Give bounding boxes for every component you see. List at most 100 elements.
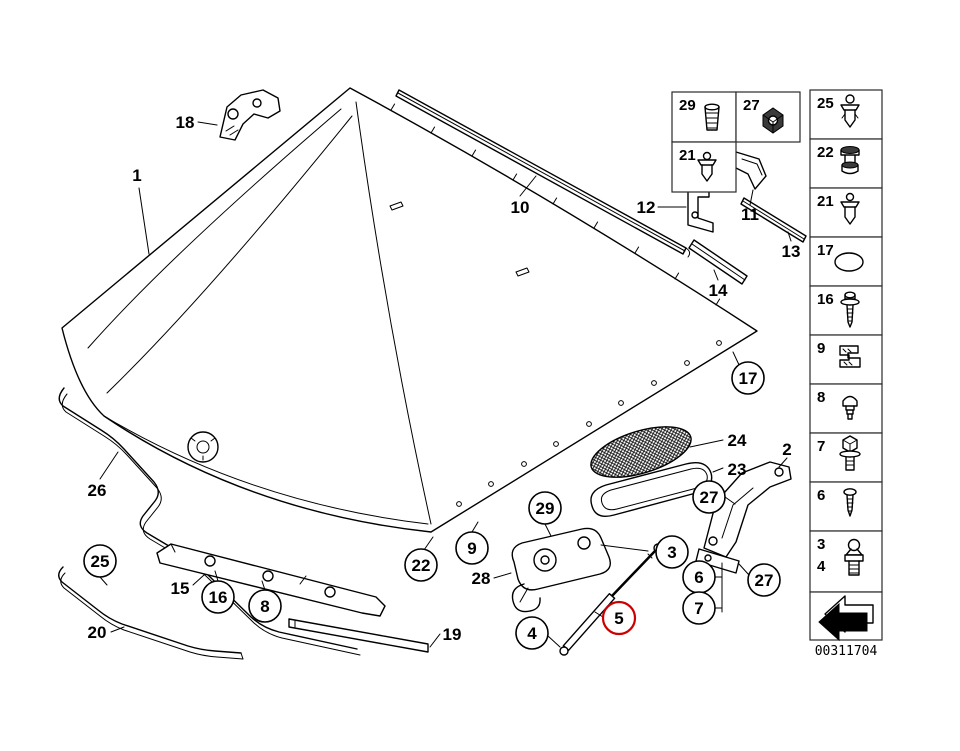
callout-28[interactable]: 28 [472, 569, 491, 588]
callout-18[interactable]: 18 [176, 113, 195, 132]
callout-11[interactable]: 11 [741, 205, 759, 224]
screw-icon [843, 488, 857, 517]
hood-lock-drawing [511, 527, 649, 613]
svg-text:21: 21 [817, 193, 834, 210]
rubber-buffer-icon [842, 395, 858, 420]
svg-text:8: 8 [260, 597, 269, 616]
callout-3[interactable]: 3 [655, 535, 689, 569]
front-molding-drawing [58, 566, 244, 660]
callout-16[interactable]: 16 [201, 580, 235, 614]
svg-text:22: 22 [817, 144, 834, 161]
strip-14-drawing [688, 239, 748, 285]
svg-text:16: 16 [209, 588, 228, 607]
clip-drawing [733, 151, 767, 190]
callout-22[interactable]: 22 [404, 548, 438, 582]
emblem-recess [187, 431, 219, 463]
svg-text:25: 25 [91, 552, 110, 571]
bolt-hole-dots [456, 340, 722, 507]
strip-13-drawing [740, 197, 807, 243]
callout-9[interactable]: 9 [455, 531, 489, 565]
blanking-cover-icon [834, 252, 864, 272]
callout-2[interactable]: 2 [782, 440, 791, 459]
surface-slots [389, 201, 530, 277]
callout-5-highlighted[interactable]: 5 [601, 600, 637, 636]
callout-15[interactable]: 15 [171, 579, 190, 598]
hex-nut-icon [762, 107, 784, 134]
svg-text:17: 17 [739, 369, 758, 388]
legend-cell-22[interactable]: 22 [809, 138, 883, 189]
callout-4[interactable]: 4 [515, 616, 549, 650]
strip-19-drawing [288, 618, 429, 653]
hex-bolt-icon [839, 435, 861, 471]
callout-27-upper[interactable]: 27 [692, 480, 726, 514]
svg-text:29: 29 [679, 97, 696, 114]
svg-text:9: 9 [817, 340, 825, 357]
svg-text:5: 5 [614, 609, 623, 628]
legend-cell-25[interactable]: 25 [809, 89, 883, 140]
svg-text:27: 27 [743, 97, 760, 114]
legend-cell-arrow[interactable] [809, 591, 883, 642]
svg-text:27: 27 [700, 488, 719, 507]
expanding-rivet-icon [840, 94, 860, 128]
grommet-icon [840, 146, 860, 175]
edge-tick-marks [390, 103, 721, 306]
callout-7[interactable]: 7 [682, 591, 716, 625]
svg-text:27: 27 [755, 571, 774, 590]
callout-14[interactable]: 14 [709, 281, 728, 300]
legend-cell-16[interactable]: 16 [809, 285, 883, 336]
callout-1[interactable]: 1 [132, 166, 141, 185]
legend-side-column: 25 22 21 [809, 89, 883, 659]
svg-text:7: 7 [817, 438, 825, 455]
svg-text:25: 25 [817, 95, 834, 112]
svg-text:7: 7 [694, 599, 703, 618]
callout-26[interactable]: 26 [88, 481, 107, 500]
hood-hinge-left-drawing [219, 89, 281, 141]
svg-text:6: 6 [694, 568, 703, 587]
callout-17[interactable]: 17 [731, 361, 765, 395]
callout-13[interactable]: 13 [782, 242, 801, 261]
svg-text:6: 6 [817, 487, 825, 504]
svg-text:29: 29 [536, 499, 555, 518]
svg-text:3: 3 [817, 536, 825, 553]
legend-cell-8[interactable]: 8 [809, 383, 883, 434]
callout-27-lower[interactable]: 27 [747, 563, 781, 597]
svg-text:9: 9 [467, 539, 476, 558]
callout-12[interactable]: 12 [637, 198, 656, 217]
callout-10[interactable]: 10 [511, 198, 530, 217]
callout-8[interactable]: 8 [248, 589, 282, 623]
svg-text:16: 16 [817, 291, 834, 308]
callout-6[interactable]: 6 [682, 560, 716, 594]
svg-text:4: 4 [817, 558, 826, 575]
cowl-seal-drawing [58, 387, 361, 656]
svg-text:21: 21 [679, 147, 696, 164]
legend-cell-29[interactable]: 29 [671, 91, 737, 143]
insulation-pad-drawing [590, 426, 692, 478]
legend-cell-9[interactable]: 9 [809, 334, 883, 385]
callout-23[interactable]: 23 [728, 460, 747, 479]
legend-cell-21[interactable]: 21 [809, 187, 883, 238]
windshield-seal-drawing [395, 89, 691, 258]
callout-19[interactable]: 19 [443, 625, 462, 644]
ball-pin-icon [844, 538, 864, 576]
hood-hinge-right-drawing [695, 461, 792, 613]
document-number: 00311704 [815, 644, 878, 659]
legend-cell-6[interactable]: 6 [809, 481, 883, 532]
callout-25[interactable]: 25 [83, 544, 117, 578]
callout-24[interactable]: 24 [728, 431, 747, 450]
hood-panel-drawing [61, 87, 758, 533]
legend-top-grid: 29 27 21 [671, 91, 801, 193]
legend-cell-27[interactable]: 27 [735, 91, 801, 143]
callout-29[interactable]: 29 [528, 491, 562, 525]
svg-text:3: 3 [667, 543, 676, 562]
legend-cell-17[interactable]: 17 [809, 236, 883, 287]
legend-cell-21-top[interactable]: 21 [671, 141, 737, 193]
callout-20[interactable]: 20 [88, 623, 107, 642]
gasket-drawing [590, 461, 713, 518]
expanding-rivet-icon [697, 151, 717, 182]
legend-cell-3-4[interactable]: 3 4 [809, 530, 883, 593]
svg-text:4: 4 [527, 624, 537, 643]
clamp-icon [839, 345, 861, 368]
sealing-plug-icon [704, 103, 720, 131]
legend-cell-7[interactable]: 7 [809, 432, 883, 483]
